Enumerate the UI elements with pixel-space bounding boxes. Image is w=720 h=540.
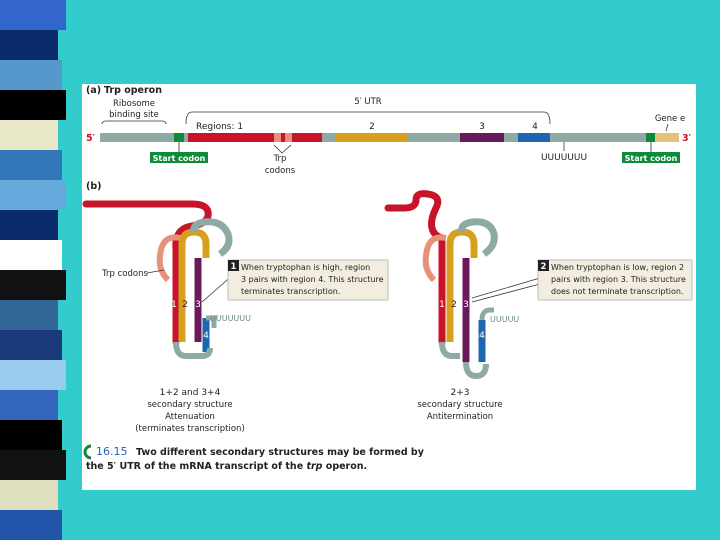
callout2-line2: pairs with region 3. This structure bbox=[551, 275, 686, 284]
stripe-segment bbox=[0, 420, 62, 450]
stripe-segment bbox=[0, 360, 66, 390]
stripe-segment bbox=[0, 180, 66, 210]
rbs-label-line2: binding site bbox=[109, 110, 159, 120]
stripe-segment bbox=[0, 450, 66, 480]
decorative-stripe bbox=[0, 0, 66, 540]
utr-bracket bbox=[185, 111, 551, 125]
part-a-label: (a) bbox=[86, 85, 101, 96]
start-codon-left-box bbox=[150, 152, 208, 163]
gene-label: Gene e bbox=[655, 114, 685, 124]
trp-operon-diagram: (a) Trp operon Ribosome binding site 5′ … bbox=[82, 85, 693, 472]
attenuation-structure bbox=[82, 200, 233, 359]
right-number-2: 2 bbox=[451, 300, 457, 310]
part-b-label: (b) bbox=[86, 181, 101, 192]
stripe-segment bbox=[0, 510, 62, 540]
three-prime-label: 3′ bbox=[682, 133, 692, 144]
callout-high-tryptophan: 1 When tryptophan is high, region 3 pair… bbox=[227, 259, 389, 301]
start-codon-right-box bbox=[622, 152, 680, 163]
trp-codons-line2: codons bbox=[265, 166, 296, 176]
stripe-segment bbox=[0, 300, 58, 330]
left-uuu-label: UUUUUUU bbox=[210, 314, 251, 323]
start-codon-left-label: Start codon bbox=[153, 154, 206, 163]
right-caption-line1: 2+3 bbox=[451, 388, 470, 398]
stripe-segment bbox=[0, 150, 62, 180]
stripe-segment bbox=[0, 120, 58, 150]
stripe-segment bbox=[0, 390, 58, 420]
stripe-segment bbox=[0, 480, 58, 510]
uuu-label-a: UUUUUUU bbox=[541, 153, 587, 163]
stripe-segment bbox=[0, 270, 66, 300]
left-caption-line4: (terminates transcription) bbox=[135, 424, 245, 434]
gene-pointer bbox=[665, 123, 669, 132]
trp-codons-pointer bbox=[273, 144, 292, 154]
stripe-segment bbox=[0, 330, 62, 360]
left-number-1: 1 bbox=[171, 300, 177, 310]
rbs-label-line1: Ribosome bbox=[113, 99, 155, 109]
callout2-line3: does not terminate transcription. bbox=[551, 287, 683, 296]
region-4-label: 4 bbox=[532, 122, 538, 132]
caption-marker bbox=[83, 444, 92, 460]
callout1-line3: terminates transcription. bbox=[241, 287, 340, 296]
caption-line2: the 5′ UTR of the mRNA transcript of the… bbox=[86, 461, 367, 472]
utr-label: 5′ UTR bbox=[354, 97, 381, 107]
regions-label: Regions: 1 bbox=[196, 122, 243, 132]
left-caption-line3: Attenuation bbox=[165, 412, 215, 422]
five-prime-label: 5′ bbox=[86, 133, 96, 144]
right-caption-line3: Antitermination bbox=[427, 412, 493, 422]
part-a-title: Trp operon bbox=[104, 85, 162, 96]
callout2-number: 2 bbox=[541, 262, 547, 272]
left-caption-line2: secondary structure bbox=[147, 400, 232, 410]
right-number-1: 1 bbox=[439, 300, 445, 310]
stripe-segment bbox=[0, 210, 58, 240]
region-2-label: 2 bbox=[369, 122, 375, 132]
stripe-segment bbox=[0, 0, 66, 30]
right-number-3: 3 bbox=[463, 300, 469, 310]
left-number-3: 3 bbox=[195, 300, 201, 310]
caption-number: 16.15 bbox=[96, 445, 128, 458]
callout2-line1: When tryptophan is low, region 2 bbox=[551, 263, 684, 272]
antitermination-structure bbox=[384, 190, 498, 380]
left-number-2: 2 bbox=[182, 300, 188, 310]
right-caption-line2: secondary structure bbox=[417, 400, 502, 410]
region-3-label: 3 bbox=[479, 122, 485, 132]
trp-codons-b-label: Trp codons bbox=[101, 269, 148, 279]
figure-panel: (a) Trp operon Ribosome binding site 5′ … bbox=[82, 84, 696, 490]
stripe-segment bbox=[0, 90, 66, 120]
callout1-line2: 3 pairs with region 4. This structure bbox=[241, 275, 384, 284]
right-number-4: 4 bbox=[479, 331, 485, 341]
callout1-line1: When tryptophan is high, region bbox=[241, 263, 370, 272]
right-uuu-label: UUUUU bbox=[490, 315, 519, 324]
stripe-segment bbox=[0, 30, 58, 60]
left-number-4: 4 bbox=[203, 331, 209, 341]
mrna-bar bbox=[100, 133, 679, 142]
stripe-segment bbox=[0, 240, 62, 270]
stripe-segment bbox=[0, 60, 62, 90]
start-codon-right-label: Start codon bbox=[625, 154, 678, 163]
callout-low-tryptophan: 2 When tryptophan is low, region 2 pairs… bbox=[537, 259, 693, 301]
callout1-number: 1 bbox=[231, 262, 237, 272]
trp-codons-line1: Trp bbox=[273, 154, 287, 164]
caption-line1: Two different secondary structures may b… bbox=[136, 447, 425, 458]
rbs-bracket bbox=[101, 120, 167, 125]
left-caption-line1: 1+2 and 3+4 bbox=[160, 388, 221, 398]
